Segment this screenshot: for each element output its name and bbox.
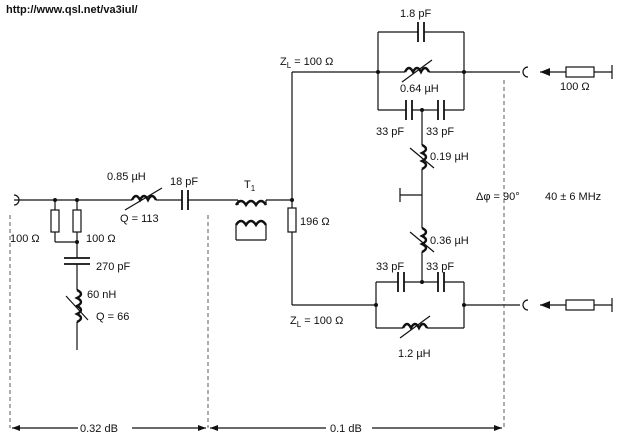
label-bg — [78, 420, 132, 434]
inductor-label: 0.19 µH — [430, 151, 469, 163]
inductor-label: 0.64 µH — [400, 83, 439, 95]
label-bg — [326, 420, 372, 434]
capacitor-label: 33 pF — [376, 261, 404, 273]
transformer-t1 — [234, 199, 292, 241]
loss-label-right: 0.1 dB — [330, 423, 362, 435]
output-connector-bottom — [522, 299, 529, 311]
resistor-label: 100 Ω — [10, 233, 40, 245]
zl-top-label: ZL= 100 Ω — [280, 56, 333, 70]
inductor-label: 60 nH — [87, 289, 116, 301]
termination-top — [540, 65, 613, 79]
series-capacitor-18pf — [181, 190, 238, 210]
source-url: http://www.qsl.net/va3iul/ — [6, 4, 138, 16]
capacitor-1p8pf — [377, 22, 465, 72]
inductor-019uh — [409, 143, 435, 195]
capacitor-label: 18 pF — [170, 176, 198, 188]
resistor-label: 196 Ω — [300, 216, 330, 228]
capacitor-label: 33 pF — [426, 261, 454, 273]
capacitor-33pf-top-right — [430, 100, 464, 120]
resistor-label: 100 Ω — [560, 81, 590, 93]
inductor-label: 0.36 µH — [430, 235, 469, 247]
termination-bottom — [540, 298, 613, 312]
inductor-036uh — [409, 226, 435, 282]
loss-label-left: 0.32 dB — [80, 423, 118, 435]
q-label: Q = 113 — [120, 213, 159, 225]
ground-stub — [399, 188, 423, 228]
capacitor-33pf-bottom-left — [376, 272, 438, 292]
shunt-resistor-right — [72, 200, 82, 242]
capacitor-33pf-bottom-right — [437, 272, 464, 292]
inductor-064uh — [378, 59, 464, 83]
shunt-capacitor-270pf — [64, 242, 90, 290]
capacitor-label: 1.8 pF — [400, 8, 431, 20]
resistor-label: 100 Ω — [86, 233, 116, 245]
transformer-label: T1 — [244, 179, 256, 193]
shunt-resistor-left — [50, 200, 60, 242]
output-connector-top — [522, 66, 529, 78]
q-label: Q = 66 — [96, 311, 129, 323]
frequency-label: 40 ± 6 MHz — [545, 191, 601, 203]
capacitor-label: 33 pF — [426, 126, 454, 138]
inductor-label: 0.85 µH — [107, 171, 146, 183]
inductor-12uh — [376, 315, 464, 339]
resistor-196ohm — [287, 207, 297, 305]
series-inductor-085uh — [124, 187, 182, 211]
phase-label: Δφ = 90° — [476, 191, 520, 203]
node — [374, 303, 378, 307]
shunt-inductor-60nh — [65, 288, 89, 350]
capacitor-label: 270 pF — [96, 261, 131, 273]
zl-bottom-label: ZL= 100 Ω — [290, 315, 343, 329]
capacitor-label: 33 pF — [376, 126, 404, 138]
inductor-label: 1.2 µH — [398, 348, 431, 360]
